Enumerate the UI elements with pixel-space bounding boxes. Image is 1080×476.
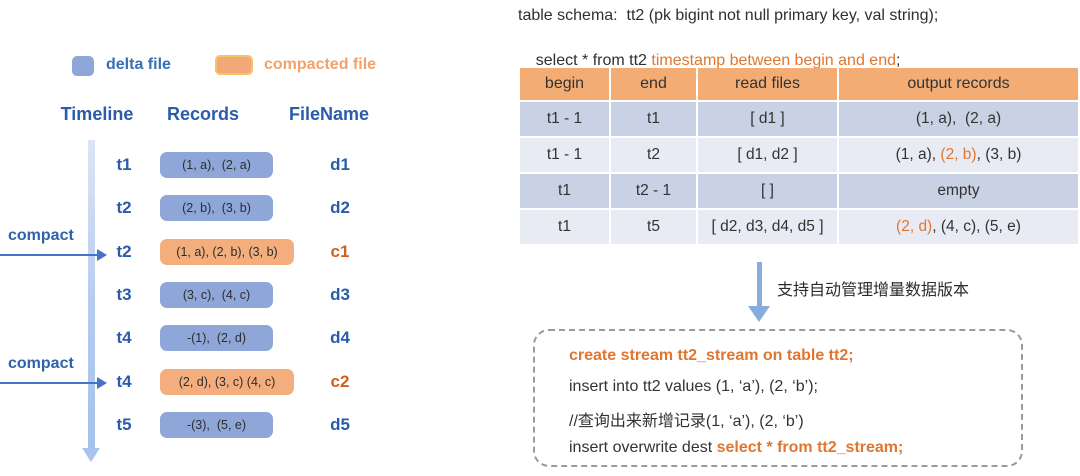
time-label: t2 [116, 198, 132, 217]
select-query-highlight: timestamp between begin and end [651, 52, 896, 69]
timeline-row: t2 (2, b), (3, b) d2 [0, 195, 470, 221]
record-pill: (3, c), (4, c) [160, 282, 273, 308]
code-line: //查询出来新增记录(1, ‘a’), (2, ‘b’) [569, 413, 804, 430]
cell-end: t2 [611, 138, 696, 172]
compact-arrow [0, 382, 98, 384]
compacted-file-legend-label: compacted file [264, 56, 377, 73]
timeline-row: t1 (1, a), (2, a) d1 [0, 152, 470, 178]
time-label: t1 [116, 155, 132, 174]
cell-read-files: [ d1, d2 ] [698, 138, 837, 172]
cell-end: t1 [611, 102, 696, 136]
file-name-label: c2 [330, 372, 350, 391]
record-pill-compacted: (2, d), (3, c) (4, c) [160, 369, 294, 395]
file-name-label: d2 [330, 198, 350, 217]
col-header-end: end [611, 68, 696, 100]
cell-begin: t1 [520, 210, 609, 244]
compact-label: compact [8, 227, 74, 244]
code-line: create stream tt2_stream on table tt2; [569, 347, 854, 364]
compact-arrowhead-icon [97, 249, 107, 261]
results-table: begin end read files output records t1 -… [518, 66, 1080, 246]
cell-read-files: [ d1 ] [698, 102, 837, 136]
timeline-column-header: Timeline [60, 104, 134, 124]
compacted-file-swatch-icon [215, 55, 253, 75]
file-name-label: c1 [330, 242, 350, 261]
timeline-row: t4 -(1), (2, d) d4 [0, 325, 470, 351]
timeline-axis-arrowhead-icon [82, 448, 100, 462]
record-pill: -(3), (5, e) [160, 412, 273, 438]
compact-label: compact [8, 355, 74, 372]
table-row: t1 - 1 t2 [ d1, d2 ] (1, a), (2, b), (3,… [520, 138, 1078, 172]
select-query-line: select * from tt2 timestamp between begi… [518, 34, 901, 88]
annotation-text: 支持自动管理增量数据版本 [777, 282, 970, 299]
select-query-prefix: select * from tt2 [535, 52, 652, 69]
time-label: t3 [116, 285, 132, 304]
timeline-axis [88, 140, 95, 448]
code-line: insert overwrite dest select * from tt2_… [569, 439, 904, 456]
cell-begin: t1 [520, 174, 609, 208]
compact-arrowhead-icon [97, 377, 107, 389]
down-arrow-icon [757, 262, 762, 308]
table-row: t1 t5 [ d2, d3, d4, d5 ] (2, d), (4, c),… [520, 210, 1078, 244]
code-line: insert into tt2 values (1, ‘a’), (2, ‘b’… [569, 378, 818, 395]
cell-output-records: (2, d), (4, c), (5, e) [839, 210, 1078, 244]
delta-file-swatch-icon [72, 56, 94, 76]
time-label: t4 [116, 372, 132, 391]
compact-arrow [0, 254, 98, 256]
record-pill: -(1), (2, d) [160, 325, 273, 351]
table-schema-line: table schema: tt2 (pk bigint not null pr… [518, 7, 939, 24]
timeline-row-compacted: t4 (2, d), (3, c) (4, c) c2 [0, 369, 470, 395]
file-name-label: d3 [330, 285, 350, 304]
file-name-label: d1 [330, 155, 350, 174]
delta-file-legend-label: delta file [106, 56, 171, 73]
file-name-label: d4 [330, 328, 350, 347]
record-pill: (1, a), (2, a) [160, 152, 273, 178]
file-name-label: d5 [330, 415, 350, 434]
cell-end: t5 [611, 210, 696, 244]
down-arrowhead-icon [748, 306, 770, 322]
col-header-output-records: output records [839, 68, 1078, 100]
stream-code-box: create stream tt2_stream on table tt2; i… [533, 329, 1023, 467]
timeline-row: t3 (3, c), (4, c) d3 [0, 282, 470, 308]
cell-end: t2 - 1 [611, 174, 696, 208]
records-column-header: Records [166, 104, 240, 124]
cell-read-files: [ d2, d3, d4, d5 ] [698, 210, 837, 244]
cell-read-files: [ ] [698, 174, 837, 208]
cell-begin: t1 - 1 [520, 138, 609, 172]
cell-output-records: (1, a), (2, a) [839, 102, 1078, 136]
record-pill: (2, b), (3, b) [160, 195, 273, 221]
table-row: t1 - 1 t1 [ d1 ] (1, a), (2, a) [520, 102, 1078, 136]
table-header-row: begin end read files output records [520, 68, 1078, 100]
cell-begin: t1 - 1 [520, 102, 609, 136]
col-header-read-files: read files [698, 68, 837, 100]
time-label: t4 [116, 328, 132, 347]
select-query-suffix: ; [895, 52, 901, 69]
timeline-row: t5 -(3), (5, e) d5 [0, 412, 470, 438]
table-row: t1 t2 - 1 [ ] empty [520, 174, 1078, 208]
timeline-row-compacted: t2 (1, a), (2, b), (3, b) c1 [0, 239, 470, 265]
time-label: t5 [116, 415, 132, 434]
filename-column-header: FileName [288, 104, 370, 124]
cell-output-records: (1, a), (2, b), (3, b) [839, 138, 1078, 172]
record-pill-compacted: (1, a), (2, b), (3, b) [160, 239, 294, 265]
time-label: t2 [116, 242, 132, 261]
cell-output-records: empty [839, 174, 1078, 208]
col-header-begin: begin [520, 68, 609, 100]
